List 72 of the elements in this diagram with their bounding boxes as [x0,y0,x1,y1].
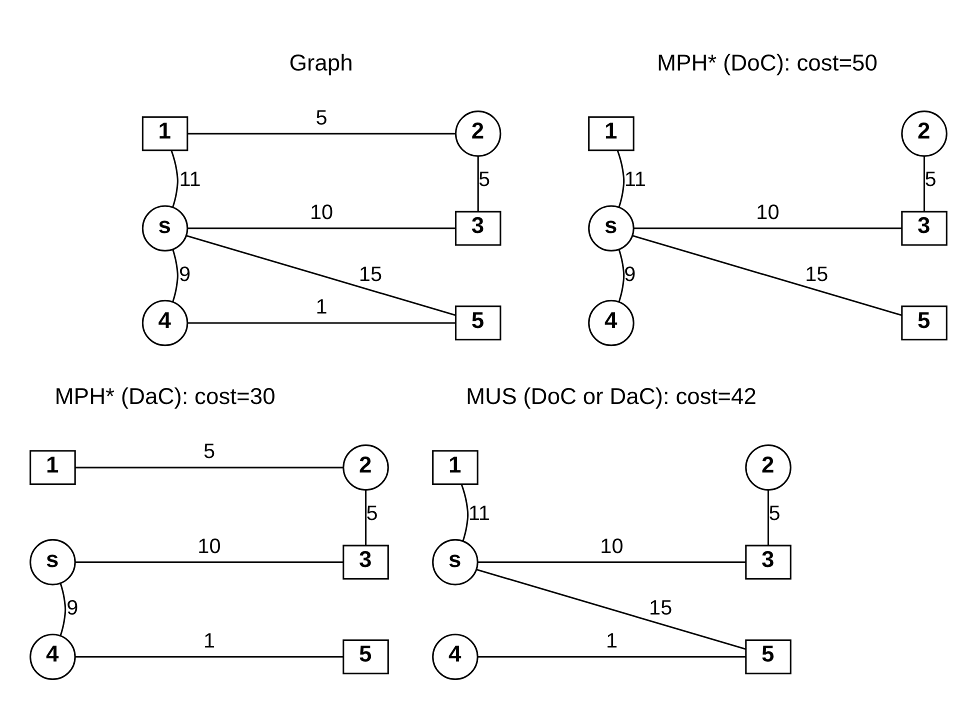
connector [187,322,455,324]
node-box: 5 [454,305,501,340]
node-circle: s [588,204,634,251]
edge-label: 11 [624,168,646,191]
node-box: 3 [744,544,791,580]
node-box: 3 [454,210,501,246]
label: MPH* (DaC): cost=30 [54,382,275,409]
edge-label: 9 [624,262,636,286]
connector [170,150,178,208]
connector [476,156,478,211]
label: MUS (DoC or DaC): cost=42 [465,382,756,409]
connector [460,484,468,541]
connector [74,656,343,658]
connector [633,227,902,229]
edge-label: 5 [366,502,378,525]
edge-label: 5 [478,168,490,191]
node-box: 5 [744,638,791,674]
node-box: 3 [900,210,947,246]
edge-label: 11 [468,502,490,525]
connector [767,490,769,545]
node-box: 1 [29,450,76,484]
label: Graph [288,48,352,75]
node-circle: 2 [454,110,501,156]
node-circle: 2 [744,444,791,490]
connector [632,234,902,316]
connector [618,248,624,302]
connector [476,568,746,650]
connector [74,466,343,468]
edge-label: 15 [804,262,828,286]
edge-label: 10 [310,200,333,224]
edge-label: 10 [756,200,779,224]
node-circle: s [141,204,188,251]
node-circle: 4 [432,633,478,680]
node-box: 5 [342,638,388,674]
connector [477,560,746,562]
edge-label: 9 [178,262,190,286]
node-circle: s [432,538,478,585]
node-circle: 4 [588,299,634,346]
node-box: 1 [432,450,478,484]
node-circle: 2 [900,110,947,156]
edge-label: 5 [202,440,215,463]
connector [364,490,366,545]
edge-label: 5 [315,106,327,129]
edge-label: 15 [358,262,382,286]
connector [172,248,178,302]
connector [186,234,456,316]
connector [59,582,66,636]
node-circle: 4 [141,299,188,346]
node-box: 5 [900,305,947,340]
node-circle: s [29,538,76,585]
edge-label: 10 [600,534,623,558]
label: MPH* (DoC): cost=50 [656,48,878,75]
edge-label: 9 [66,596,78,620]
connector [187,132,455,134]
edge-label: 1 [202,628,215,652]
connector [616,150,624,208]
connector [477,656,746,658]
node-box: 1 [141,116,188,151]
edge-label: 5 [768,502,780,525]
node-circle: 2 [342,444,388,490]
edge-label: 11 [178,168,200,191]
connector [923,156,925,211]
edge-label: 10 [197,534,220,558]
edge-label: 1 [315,295,327,318]
node-box: 3 [342,544,388,580]
edge-label: 1 [605,628,618,652]
connector [187,227,455,229]
connector [74,560,343,562]
node-circle: 4 [29,633,76,680]
node-box: 1 [588,116,634,151]
edge-label: 5 [924,168,936,191]
edge-label: 15 [648,596,672,620]
